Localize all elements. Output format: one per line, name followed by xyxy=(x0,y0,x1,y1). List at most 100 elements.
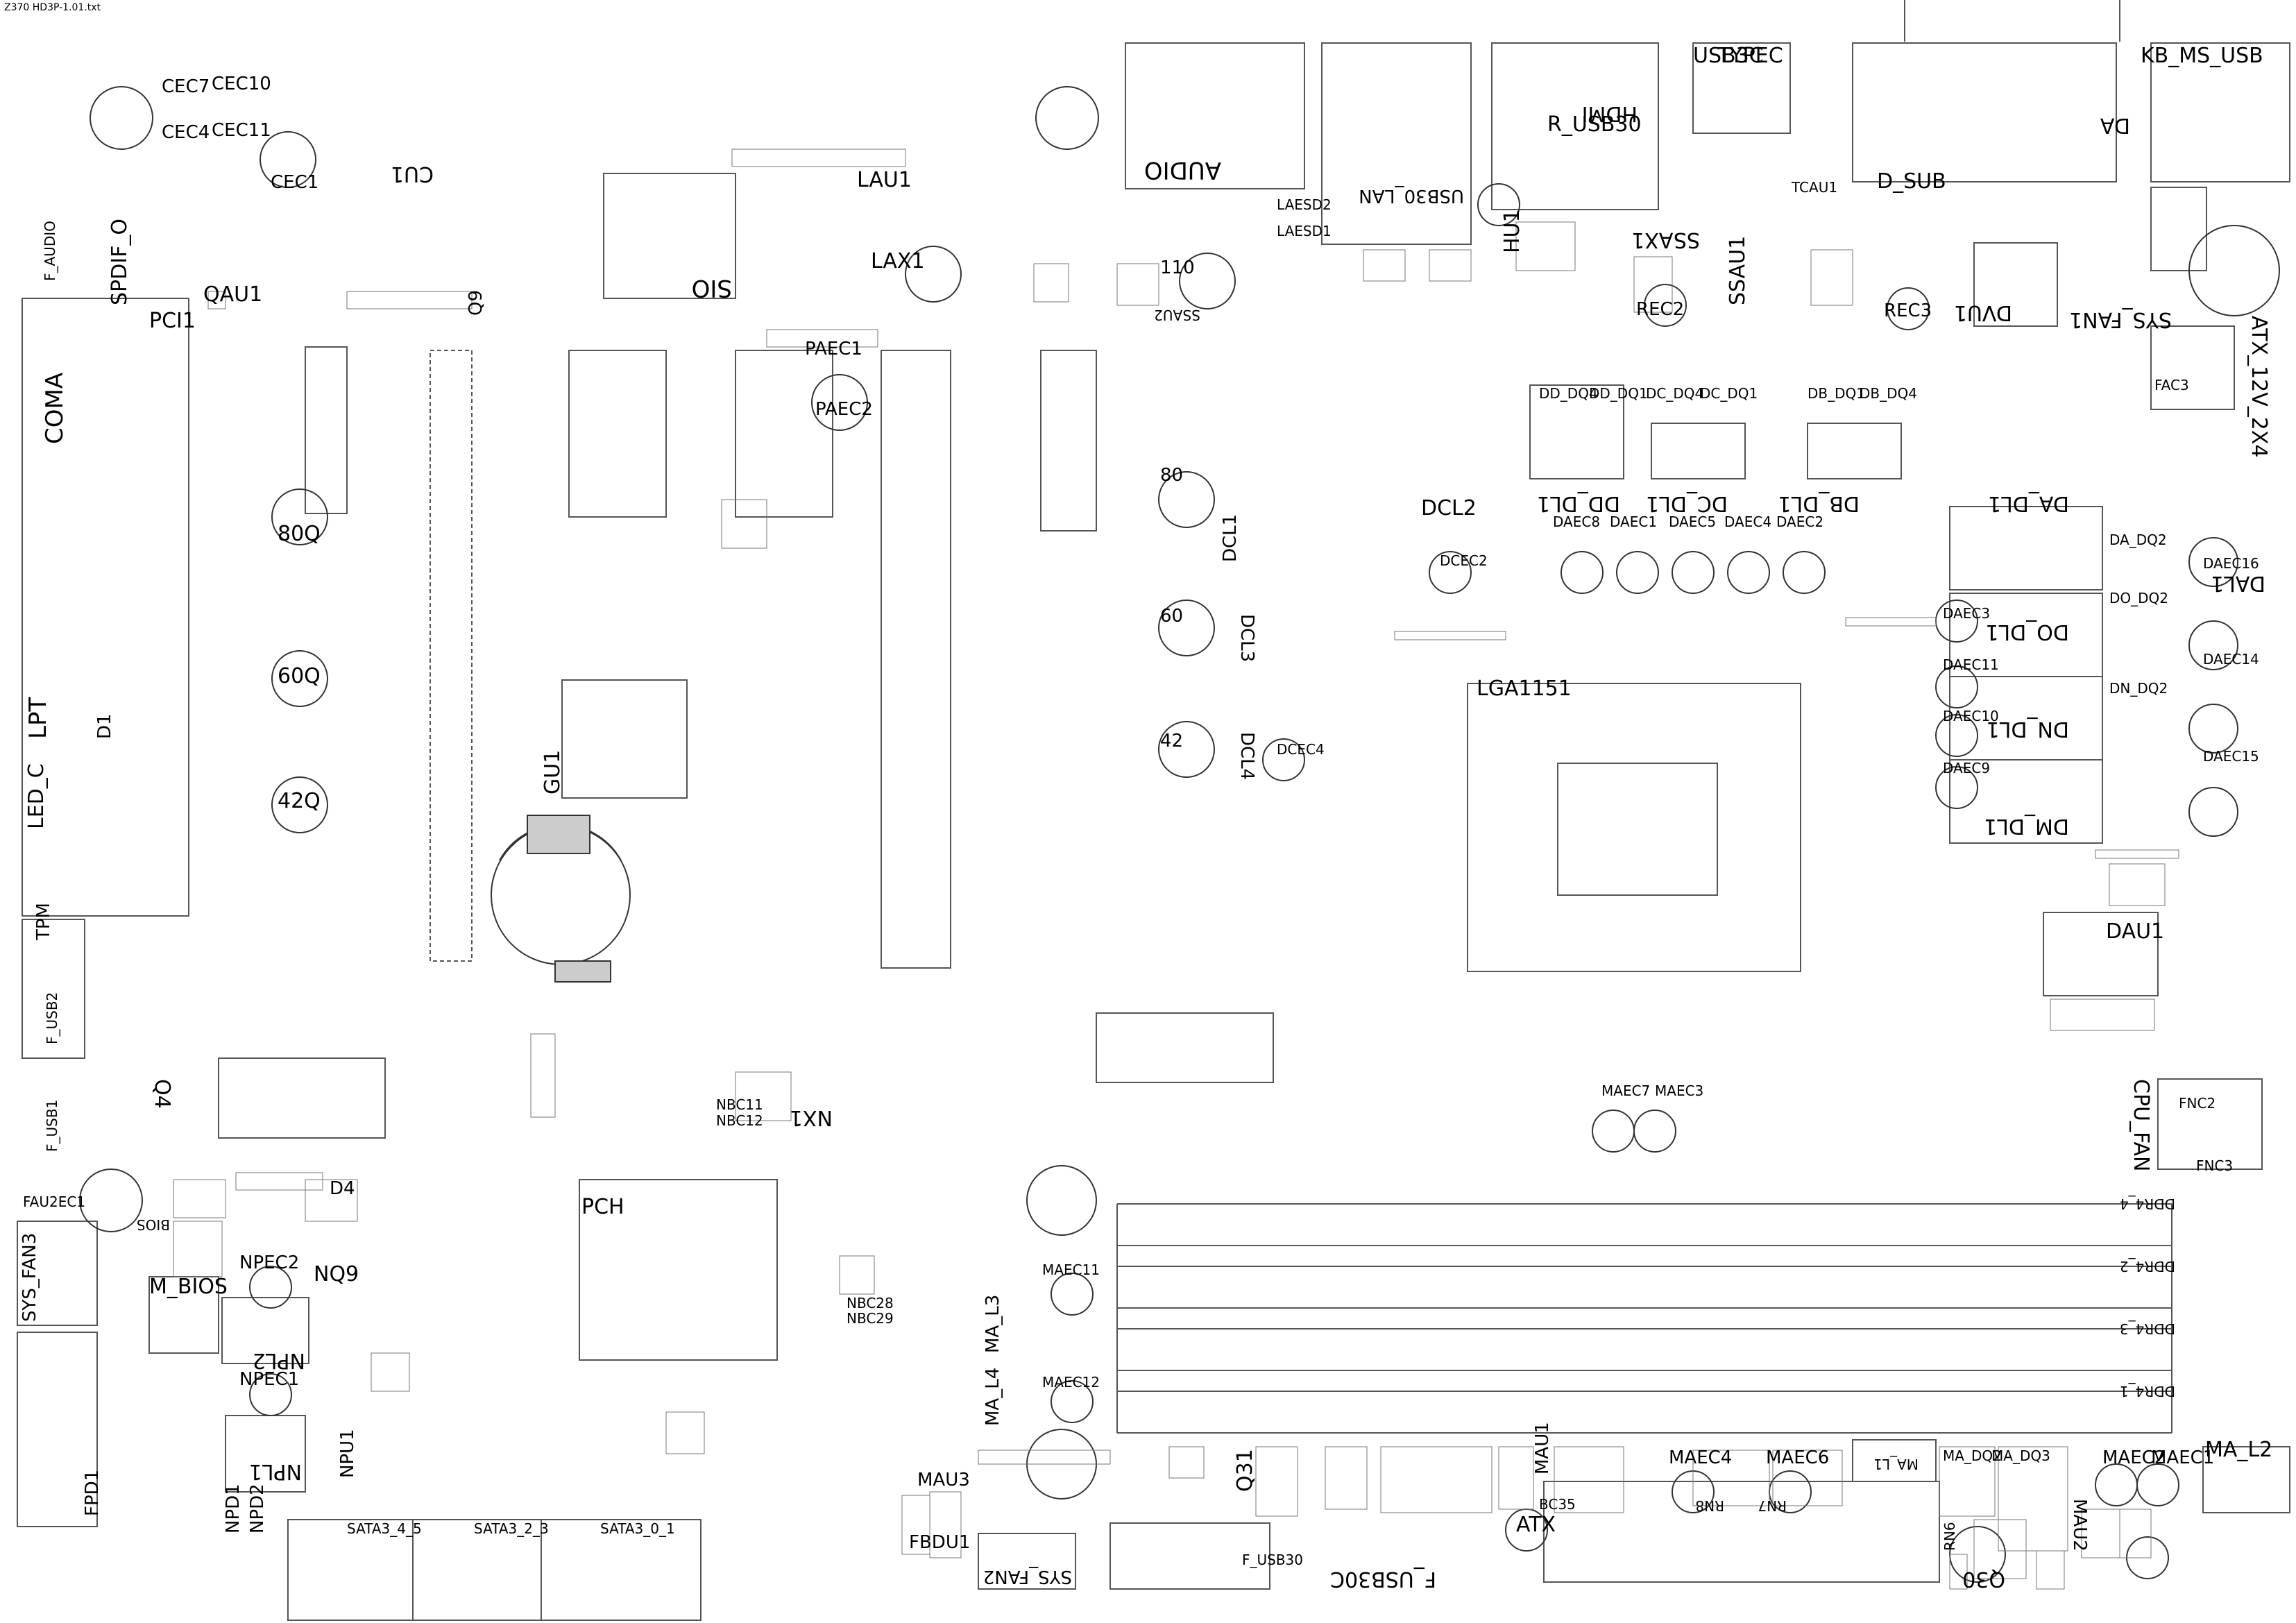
d4-label: D4 xyxy=(330,1178,355,1199)
ddr4-4-label: DDR4_4 xyxy=(2119,1196,2175,1212)
dd-dl1-label: DD_DL1 xyxy=(1536,491,1620,516)
laesd2-label: LAESD2 xyxy=(1277,196,1332,213)
ma-dq3-label: MA_DQ3 xyxy=(1991,1447,2050,1464)
laesd1-label: LAESD1 xyxy=(1277,223,1332,239)
maec1-label: MAEC1 xyxy=(2151,1447,2215,1468)
coma-label: COMA xyxy=(41,372,69,444)
dc-dq1-label: DC_DQ1 xyxy=(1700,385,1758,402)
hu1-label: HU1 xyxy=(1500,209,1524,253)
fnc3-label: FNC3 xyxy=(2196,1157,2234,1174)
npl1-label: NPL1 xyxy=(248,1459,302,1484)
ma-l3-label: MA_L3 xyxy=(983,1294,1003,1353)
sata3-2-3-label: SATA3_2_3 xyxy=(474,1520,549,1537)
n110-label: 110 xyxy=(1160,257,1195,278)
fnc2-label: FNC2 xyxy=(2179,1095,2216,1112)
sys-fan3-label: SYS_FAN3 xyxy=(19,1232,40,1322)
lau1-label: LAU1 xyxy=(857,168,912,192)
dcec4-label: DCEC4 xyxy=(1277,741,1325,758)
bios-label: BIOS xyxy=(136,1216,170,1233)
f-usb2-label: F_USB2 xyxy=(44,992,60,1044)
daec8-label: DAEC8 xyxy=(1553,513,1601,530)
q80-label: 80Q xyxy=(278,522,321,546)
daec1-label: DAEC1 xyxy=(1610,513,1658,530)
kb-ms-usb-label: KB_MS_USB xyxy=(2141,44,2263,68)
cpu-fan-label: CPU_FAN xyxy=(2129,1079,2153,1172)
db-dl1-label: DB_DL1 xyxy=(1778,491,1860,516)
usb3c-label: USB3C xyxy=(1693,44,1764,68)
lpt-label: LPT xyxy=(24,697,52,739)
cu1-label: CU1 xyxy=(391,162,434,186)
rn7-label: RN7 xyxy=(1758,1497,1787,1514)
ma-dq2-label: MA_DQ2 xyxy=(1943,1447,2002,1464)
ma-l2-label: MA_L2 xyxy=(2205,1438,2273,1462)
rec2-label: REC2 xyxy=(1636,299,1685,320)
ddr4-1-label: DDR4_1 xyxy=(2119,1383,2175,1400)
nbc12-label: NBC12 xyxy=(716,1112,763,1129)
atx-12v-label: ATX_12V_2X4 xyxy=(2247,316,2271,458)
audio-label: AUDIO xyxy=(1143,156,1221,184)
daec10-label: DAEC10 xyxy=(1943,708,1999,724)
pch-label: PCH xyxy=(581,1195,624,1219)
ma-l4-label: MA_L4 xyxy=(983,1367,1003,1426)
qau1-label: QAU1 xyxy=(203,282,263,307)
pci1-label: PCI1 xyxy=(149,309,196,333)
mau3-label: MAU3 xyxy=(917,1470,970,1490)
dm-dl1-label: DM_DL1 xyxy=(1984,814,2069,838)
dcl4-label: DCL4 xyxy=(1236,732,1257,781)
lga1151-label: LGA1151 xyxy=(1477,677,1572,701)
daec9-label: DAEC9 xyxy=(1943,760,1991,776)
npec2-label: NPEC2 xyxy=(239,1252,300,1273)
dd-dq4-label: DD_DQ4 xyxy=(1539,385,1598,402)
dvu1-label: DVU1 xyxy=(1953,300,2012,325)
ssau2-label: SSAU2 xyxy=(1154,307,1200,323)
spdif-o-label: SPDIF_O xyxy=(108,219,132,305)
dc-dq4-label: DC_DQ4 xyxy=(1646,385,1704,402)
q4-label: Q4 xyxy=(150,1079,174,1109)
f-usb30c-label: F_USB30C xyxy=(1330,1567,1436,1591)
atx-label: ATX xyxy=(1516,1513,1556,1537)
sys-fan2-label: SYS_FAN2 xyxy=(983,1566,1072,1587)
cec4-label: CEC4 xyxy=(162,122,210,143)
paec2-label: PAEC2 xyxy=(815,399,873,420)
fbdu1-label: FBDU1 xyxy=(909,1532,971,1553)
maec11-label: MAEC11 xyxy=(1042,1261,1100,1278)
dcl3-label: DCL3 xyxy=(1236,614,1257,663)
daec2-label: DAEC2 xyxy=(1776,513,1824,530)
maec12-label: MAEC12 xyxy=(1042,1374,1100,1391)
da-label: DA xyxy=(2100,113,2130,137)
maec3-label: MAEC3 xyxy=(1655,1082,1704,1099)
n42-label: 42 xyxy=(1160,731,1184,751)
lax1-label: LAX1 xyxy=(871,249,925,273)
daec16-label: DAEC16 xyxy=(2203,555,2259,572)
q60-label: 60Q xyxy=(278,664,321,688)
ssax1-label: SSAX1 xyxy=(1631,228,1700,252)
r-usb30-label: R_USB30 xyxy=(1547,112,1642,137)
nbc11-label: NBC11 xyxy=(716,1096,763,1113)
nx1-label: NX1 xyxy=(789,1105,833,1130)
q30-label: Q30 xyxy=(1962,1567,2005,1591)
mau2-label: MAU2 xyxy=(2069,1499,2090,1552)
daec4-label: DAEC4 xyxy=(1724,513,1772,530)
ddr4-2-label: DDR4_2 xyxy=(2119,1258,2175,1275)
cec10-label: CEC10 xyxy=(212,74,271,94)
rn6-label: RN6 xyxy=(1941,1522,1958,1551)
n80-label: 80 xyxy=(1160,465,1184,486)
nbc29-label: NBC29 xyxy=(847,1310,894,1327)
f-audio-label: F_AUDIO xyxy=(42,221,58,281)
sata3-0-1-label: SATA3_0_1 xyxy=(600,1520,675,1537)
dc-dl1-label: DC_DL1 xyxy=(1646,491,1728,516)
daec14-label: DAEC14 xyxy=(2203,651,2259,668)
bc35-label: BC35 xyxy=(1539,1496,1576,1513)
da-dl1-label: DA_DL1 xyxy=(1988,491,2069,516)
fac3-label: FAC3 xyxy=(2154,377,2189,393)
ssau1-label: SSAU1 xyxy=(1726,235,1750,305)
dau1-label: DAU1 xyxy=(2106,919,2165,944)
ma-l1-label: MA_L1 xyxy=(1873,1456,1919,1472)
usb30-lan-label: USB30_LAN xyxy=(1359,185,1464,206)
daec15-label: DAEC15 xyxy=(2203,748,2259,765)
do-dl1-label: DO_DL1 xyxy=(1985,620,2069,644)
db-dq4-label: DB_DQ4 xyxy=(1860,385,1917,402)
gu1-label: GU1 xyxy=(541,749,565,794)
sys-fan1-label: SYS_FAN1 xyxy=(2069,307,2172,332)
q42-label: 42Q xyxy=(278,789,321,813)
